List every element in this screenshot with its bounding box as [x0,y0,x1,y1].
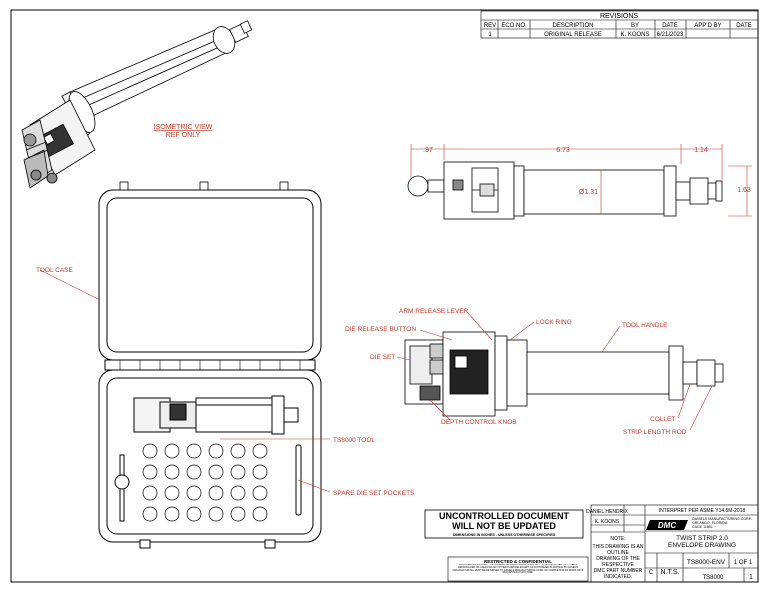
notice-line3: DIMENSIONS IN INCHES - UNLESS OTHERWISE … [453,533,556,537]
rev-cell-by: K. KOONS [620,32,649,38]
rev-header-by: BY [631,23,639,29]
rev-header-date2: DATE [736,23,752,29]
spare-die-pocket [208,464,224,480]
dim-right: 1.14 [694,147,708,154]
tb-dwg-no: TS8000-ENV [687,559,726,566]
callout-die-release-button: DIE RELEASE BUTTON [345,326,416,333]
dim-diameter: Ø1.31 [579,189,598,196]
spare-die-pocket [164,464,180,480]
tb-sheet: 1 OF 1 [734,560,753,566]
spare-die-pocket [252,506,268,522]
tb-company-3: CAGE 11851 [692,525,713,529]
spare-die-pocket [142,443,158,459]
callout-tool-case: TOOL CASE [36,267,74,274]
rev-header-eco: ECO NO. [501,23,527,29]
tool-case-drawing [98,181,322,549]
restricted-body: CONFIDENTIAL PROPERTY OF DANIELS MANUFAC… [452,564,584,575]
uncontrolled-notice: UNCONTROLLED DOCUMENT WILL NOT BE UPDATE… [424,509,584,539]
restricted-block: RESTRICTED & CONFIDENTIAL CONFIDENTIAL P… [447,556,589,582]
spare-die-pocket [208,443,224,459]
spare-die-pocket [230,485,246,501]
spare-die-pocket [208,485,224,501]
spare-die-pocket [186,443,202,459]
rev-header-rev: REV [484,23,496,29]
tb-part-no: TS8000 [702,575,724,581]
spare-die-pocket [142,464,158,480]
notice-line2: WILL NOT BE UPDATED [452,521,556,531]
tb-drawn-by: DANIEL HENDRIX [586,509,628,515]
spare-die-pocket [142,506,158,522]
tb-checked-by: K. KOONS [595,519,620,525]
isometric-tool-drawing [21,20,253,189]
tb-size: C [649,570,654,576]
tb-note-2: OUTLINE [607,550,629,556]
rev-header-appd: APP'D BY [694,23,721,29]
spare-die-pocket [230,464,246,480]
callout-lock-ring: LOCK RING [536,319,572,326]
title-block [590,504,759,583]
side-view-drawing [407,161,723,220]
spare-die-pocket [142,485,158,501]
spare-die-pocket [164,485,180,501]
rev-cell-date: 6/21/2023 [657,32,684,38]
detail-tool-drawing [404,331,724,417]
tb-scale: N.T.S. [660,569,679,576]
tb-title-line2: ENVELOPE DRAWING [668,542,736,549]
dim-left: .97 [423,147,433,154]
dim-height: 1.63 [737,187,751,194]
rev-cell-desc: ORIGINAL RELEASE [544,32,602,38]
callout-spare-die-pockets: SPARE DIE SET POCKETS [333,490,415,497]
callout-die-set: DIE SET [370,354,395,361]
spare-die-pocket [164,506,180,522]
tb-note-1: THIS DRAWING IS AN [593,544,644,550]
callout-ts8000-tool: TS8000 TOOL [333,437,375,444]
isometric-title: ISOMETRIC VIEW [154,124,213,131]
isometric-subtitle: REF ONLY [166,132,201,139]
spare-die-pocket [208,506,224,522]
spare-die-pocket [186,464,202,480]
callout-depth-control-knob: DEPTH CONTROL KNOB [441,419,517,426]
tb-title-line1: TWIST STRIP 2.0 [676,535,728,542]
revisions-table [480,10,759,39]
sheet-border [10,9,759,583]
dim-middle: 6.73 [556,147,570,154]
rev-cell-rev: 1 [488,32,492,38]
logo-text: DMC [658,521,676,530]
tb-note-label: NOTE: [610,536,625,542]
spare-die-pocket [230,443,246,459]
notice-line1: UNCONTROLLED DOCUMENT [439,511,569,521]
callout-collet: COLLET [650,416,675,423]
spare-die-pocket [164,443,180,459]
revisions-title: REVISIONS [600,13,638,20]
callout-arm-release-lever: ARM RELEASE LEVER [399,308,469,315]
dimension-lines [410,144,752,217]
callout-tool-handle: TOOL HANDLE [622,322,668,329]
callout-strip-length-rod: STRIP LENGTH ROD [623,429,687,436]
tb-interpret: INTERPRET PER ASME Y14.5M-2018 [659,508,746,514]
spare-die-pocket [186,485,202,501]
spare-die-pocket [186,506,202,522]
tb-note-5: DMC PART NUMBER [594,568,643,574]
dmc-logo: DMC [646,520,688,530]
tb-rev: 1 [749,574,753,581]
spare-die-pocket [252,485,268,501]
tb-note-6: INDICATED. [604,574,632,580]
tb-note-3: DRAWING OF THE [596,556,640,562]
rev-header-date: DATE [662,23,678,29]
restricted-title: RESTRICTED & CONFIDENTIAL [484,559,552,564]
spare-die-pocket [252,464,268,480]
tb-note-4: RESPECTIVE [602,562,634,568]
callout-leaders [39,269,713,493]
rev-header-desc: DESCRIPTION [552,23,593,29]
spare-die-pocket [252,443,268,459]
spare-die-pocket [230,506,246,522]
tb-company-2: ORLANDO, FLORIDA [692,521,728,525]
tb-company-1: DANIELS MANUFACTURING CORP. [692,517,752,521]
